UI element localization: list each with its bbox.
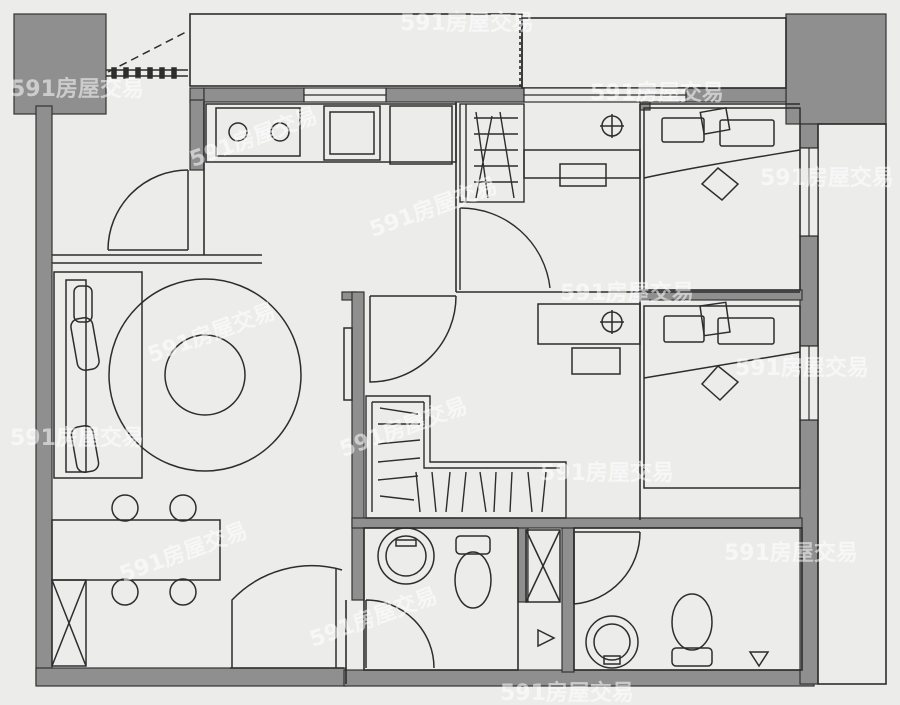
wall-bottom-left — [35, 667, 347, 687]
living-dining — [51, 271, 343, 668]
bedroom-1 — [523, 107, 801, 291]
sink-basin — [323, 105, 381, 161]
watermark-8: 591房屋交易 — [560, 280, 694, 306]
burner-left-icon — [228, 122, 248, 142]
wall-top-left-block — [13, 13, 107, 115]
sofa — [53, 271, 143, 479]
cushion-2 — [700, 364, 740, 402]
wall-bath-right — [561, 521, 575, 673]
desk-chair-2 — [571, 347, 621, 375]
sofa-cushion-top — [73, 285, 93, 323]
watermark-4: 591房屋交易 — [590, 80, 724, 106]
bathroom1-outline — [363, 527, 519, 671]
wall-bath-left — [351, 519, 365, 601]
kitchen — [107, 103, 457, 251]
rug — [108, 278, 302, 472]
bed-1-sheet — [643, 149, 801, 179]
toilet-1-tank — [455, 535, 491, 555]
shower-1 — [525, 529, 561, 603]
pillow-1b — [719, 119, 775, 147]
bed-2-sheet — [643, 351, 801, 379]
watermark-16: 591房屋交易 — [10, 425, 144, 451]
watermark-11: 591房屋交易 — [540, 460, 674, 486]
windows — [303, 87, 819, 421]
toilet-1-bowl — [454, 551, 492, 609]
cushion-1 — [700, 166, 740, 202]
wall-top-right-block — [785, 13, 887, 125]
vent-2-icon — [748, 651, 770, 668]
watermark-13: 591房屋交易 — [724, 540, 858, 566]
desk-2 — [537, 303, 641, 345]
lamp-2-cross — [600, 310, 624, 334]
sink-inner — [329, 111, 375, 155]
basin-2-inner — [593, 623, 631, 661]
watermark-1: 591房屋交易 — [10, 76, 144, 102]
shoe-cabinet — [51, 579, 87, 667]
chair-2 — [169, 494, 197, 522]
wall-bath-top — [351, 517, 803, 529]
basin-1 — [377, 527, 435, 585]
coffee-table — [164, 334, 246, 416]
closet-hangers-bottom — [415, 471, 547, 513]
basin-1-inner — [385, 535, 427, 577]
kitchen-counter — [205, 103, 457, 163]
watermark-9: 591房屋交易 — [735, 355, 869, 381]
dining-table — [51, 519, 221, 581]
cooktop — [215, 107, 301, 157]
wall-top-b — [203, 87, 305, 103]
desk-1 — [523, 149, 641, 179]
shoe-cabinet-cross — [51, 579, 87, 667]
pillow-2c — [699, 301, 731, 337]
wall-top-c — [385, 87, 525, 103]
toilet-2-bowl — [671, 593, 713, 651]
shower-1-cross — [525, 529, 561, 603]
faucet-2 — [603, 655, 621, 665]
bath1-door-swing — [365, 599, 435, 669]
chair-4 — [169, 578, 197, 606]
front-door-upper — [106, 31, 188, 79]
toilet-2-tank — [671, 647, 713, 667]
bathroom-1 — [365, 527, 561, 669]
wall-left — [35, 105, 53, 685]
watermark-6: 591房屋交易 — [760, 165, 894, 191]
bedroom1-door-swing — [459, 207, 551, 289]
burner-right-icon — [270, 122, 290, 142]
faucet-1 — [395, 539, 417, 547]
desk-chair-1 — [559, 163, 607, 187]
chair-3 — [111, 578, 139, 606]
closet-door-panel — [343, 327, 353, 401]
chair-1 — [111, 494, 139, 522]
pillow-2b — [717, 317, 775, 345]
closet-hangers-left — [377, 407, 421, 501]
cabinet-hangers — [474, 111, 518, 199]
sofa-cushion-bottom — [70, 424, 100, 474]
closet-outline — [365, 395, 567, 519]
basin-2 — [585, 615, 639, 669]
door-upper-swing — [107, 31, 187, 73]
walk-in-closet — [365, 395, 567, 519]
bath2-door-swing — [573, 531, 641, 605]
wall-closet-left — [351, 291, 365, 521]
sofa-cushion-mid — [70, 317, 100, 371]
wall-right-2 — [799, 235, 819, 347]
bathroom-2 — [573, 531, 770, 669]
door-upper-ticks — [111, 67, 177, 79]
lamp-1-cross — [600, 114, 624, 138]
fridge — [389, 105, 453, 165]
bedroom-2 — [343, 295, 801, 489]
bedroom2-door-swing — [369, 295, 457, 383]
watermark-2: 591房屋交易 — [400, 10, 534, 36]
wall-right-1 — [799, 123, 819, 149]
closet-rail — [371, 401, 560, 512]
sofa-back — [65, 279, 87, 473]
bed-2 — [643, 305, 801, 489]
watermark-15: 591房屋交易 — [500, 680, 634, 705]
kitchen-door-swing — [107, 169, 189, 251]
pillow-1c — [699, 107, 731, 135]
entry-door-swing — [231, 565, 343, 668]
vent-1-icon — [537, 628, 556, 648]
